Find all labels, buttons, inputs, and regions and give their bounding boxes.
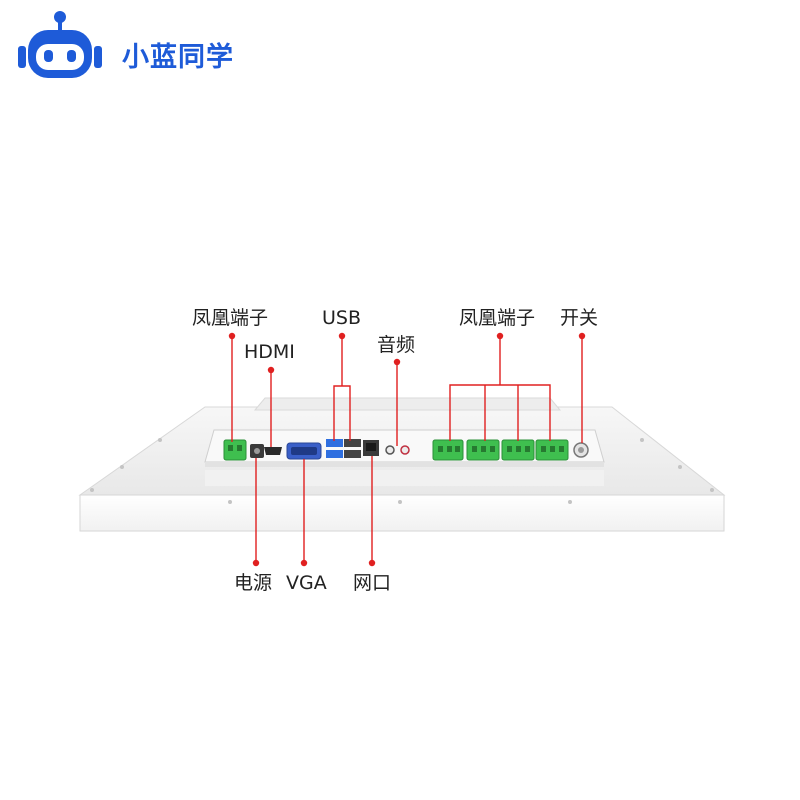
brand: 小蓝同学: [14, 10, 274, 90]
vga-port: [286, 442, 322, 460]
screws: [90, 438, 714, 504]
rear-cover: [253, 397, 562, 411]
phoenix-terminal-right-ports: [432, 439, 569, 461]
phoenix-terminal-left-port: [223, 439, 247, 461]
callout-network: 网口: [353, 572, 392, 594]
callout-lines: [231, 336, 583, 563]
callout-power-switch: 开关: [560, 307, 599, 329]
callout-dots: [228, 332, 586, 567]
brand-name: 小蓝同学: [122, 42, 234, 73]
hdmi-port: [264, 447, 282, 455]
robot-head-icon: [18, 11, 102, 78]
callout-phoenix-terminal-left: 凤凰端子: [192, 307, 269, 329]
callout-phoenix-terminal-right: 凤凰端子: [459, 307, 536, 329]
callout-audio: 音频: [377, 334, 416, 356]
io-panel-edge: [205, 462, 604, 467]
callout-power: 电源: [234, 572, 273, 594]
power-switch-button: [573, 442, 589, 458]
callout-vga: VGA: [286, 572, 327, 594]
io-reflection: [205, 470, 604, 486]
callout-usb: USB: [322, 307, 362, 329]
audio-ports: [385, 445, 410, 455]
power-jack-port: [250, 444, 264, 458]
monitor-front-edge: [79, 494, 725, 532]
usb-ports: [326, 439, 361, 458]
network-port: [363, 440, 379, 456]
callout-hdmi: HDMI: [244, 341, 295, 363]
